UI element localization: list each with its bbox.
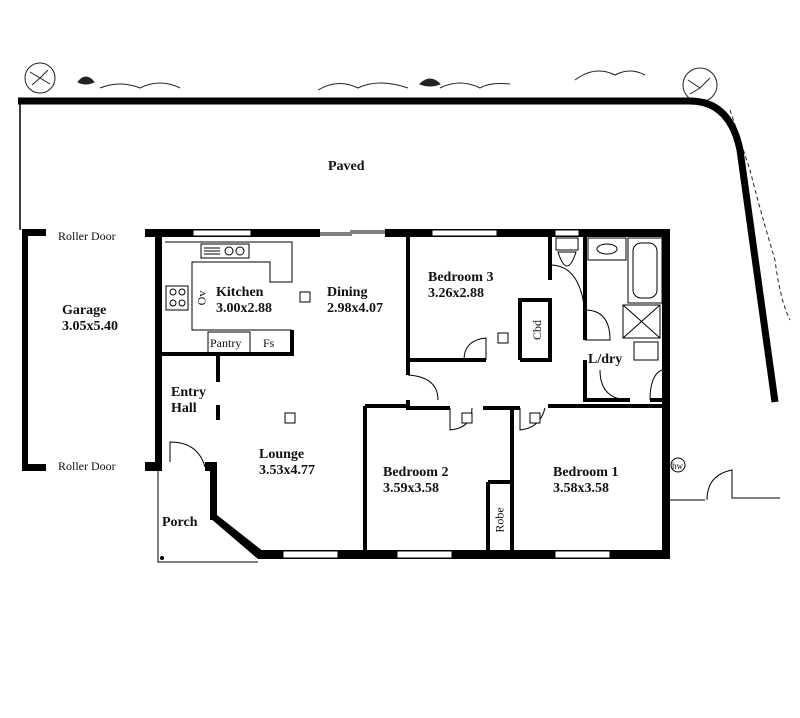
cupboard-label: Cbd bbox=[530, 319, 545, 341]
paved-label: Paved bbox=[328, 159, 365, 174]
porch-label: Porch bbox=[162, 515, 198, 530]
sliding-door bbox=[320, 230, 385, 236]
interior-walls bbox=[162, 233, 665, 555]
roller-door-bottom-label: Roller Door bbox=[58, 459, 116, 473]
windows bbox=[192, 229, 611, 559]
hot-water-label: hw bbox=[672, 461, 683, 471]
kitchen-fixtures bbox=[165, 241, 293, 355]
laundry-label: L/dry bbox=[588, 352, 623, 367]
robe-label: Robe bbox=[492, 507, 507, 533]
garage-walls bbox=[22, 229, 46, 471]
vent-icons bbox=[284, 291, 541, 424]
fridge-space-label: Fs bbox=[263, 336, 275, 350]
door-swings bbox=[169, 264, 780, 501]
roller-door-top-label: Roller Door bbox=[58, 229, 116, 243]
oven-label: Ov bbox=[194, 290, 209, 306]
pantry-label: Pantry bbox=[210, 336, 242, 350]
bathroom-fixtures bbox=[555, 237, 663, 361]
boundary-wall bbox=[18, 97, 779, 403]
porch-outline bbox=[157, 471, 258, 563]
